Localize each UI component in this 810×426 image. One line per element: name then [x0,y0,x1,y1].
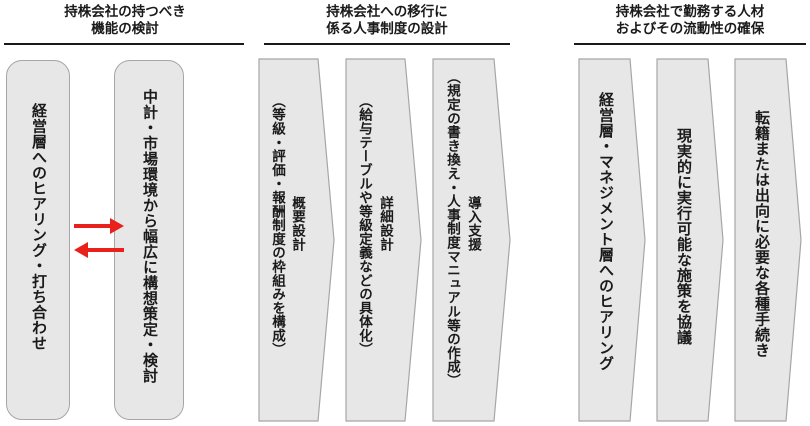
box-text: 経営層へのヒアリング・打ち合わせ [30,103,48,351]
arrow-left-icon [74,242,124,258]
box-executive-hearing: 経営層へのヒアリング・打ち合わせ [6,60,70,420]
step-detail-outline-design: （等級・評価・報酬制度の枠組みを構成） [269,94,285,357]
chevron-shape [734,58,802,422]
header-function-review: 持株会社の持つべき 機能の検討 [0,4,250,38]
step-text-feasible-measures: 現実的に実行可能な施策を協議 [675,128,693,345]
chevron-shape [432,58,511,422]
box-text: 中計・市場環境から幅広に構想策定・検討 [141,89,159,384]
step-text-transfer-procedures: 転籍または出向に必要な各種手続き [753,110,771,358]
header-line-1: 持株会社の持つべき [64,4,186,20]
step-detail-implementation: （規定の書き換え・人事制度マニュアル等の作成） [444,70,460,388]
step-title-outline-design: 概要設計 [289,196,305,252]
header-underline [4,43,244,45]
chevron-shape [578,58,646,422]
header-line-1: 持株会社で勤務する人材 [615,4,765,20]
step-text-management-hearing: 経営層・マネジメント層へのヒアリング [597,92,615,371]
header-underline [264,43,510,45]
step-title-implementation: 導入支援 [465,196,481,252]
step-title-detail-design: 詳細設計 [377,196,393,252]
header-line-2: 係る人事制度の設計 [326,21,448,37]
step-detail-detail-design: （給与テーブルや等級定義などの具体化） [356,94,372,357]
header-line-2: 機能の検討 [91,21,159,37]
chevron-shape [656,58,724,422]
header-line-1: 持株会社への移行に [326,4,448,20]
header-underline [574,43,806,45]
chevron-shape [258,58,335,422]
header-hr-design: 持株会社への移行に 係る人事制度の設計 [262,4,512,38]
exchange-arrows [74,218,124,258]
header-talent-mobility: 持株会社で勤務する人材 およびその流動性の確保 [572,4,808,38]
box-concept-planning: 中計・市場環境から幅広に構想策定・検討 [114,60,184,420]
arrow-right-icon [74,218,124,234]
chevron-shape [345,58,422,422]
header-line-2: およびその流動性の確保 [615,21,765,37]
